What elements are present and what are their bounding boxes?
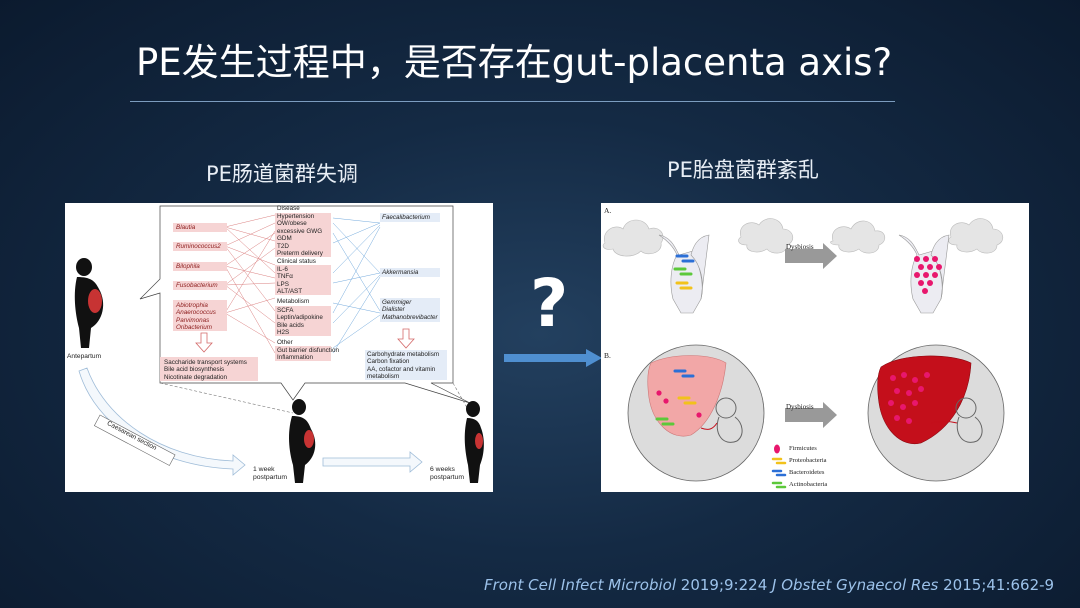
clinical-items: IL-6 TNFα LPS ALT/AST — [277, 266, 303, 296]
disease-items: Hypertension OW/obese excessive GWG GDM … — [277, 213, 323, 258]
right-arrow-icon — [504, 349, 602, 367]
bacteria-faecalibacterium: Faecalibacterium — [382, 214, 430, 221]
other-items: Gut barrier disfunction Inflammation — [277, 347, 339, 362]
legend-actinobacteria: Actinobacteria — [789, 481, 828, 488]
clinical-heading: Clinical status — [277, 258, 316, 265]
dysbiosis-a-label: Dysbiosis — [786, 243, 814, 251]
label-b: B. — [604, 351, 611, 360]
citation-journal-2: J Obstet Gynaecol Res — [772, 576, 939, 594]
gut-figure-lines — [74, 205, 484, 483]
week1-label: 1 week postpartum — [253, 466, 288, 481]
slide-title: PE发生过程中，是否存在gut-placenta axis? — [136, 41, 893, 84]
legend-proteobacteria: Proteobacteria — [789, 457, 827, 464]
citation: Front Cell Infect Microbiol 2019;9:224 J… — [484, 576, 1054, 594]
week6-label: 6 weeks postpartum — [430, 466, 465, 481]
citation-ref-2: 2015;41:662-9 — [938, 576, 1055, 594]
placenta-figure-art — [602, 218, 1005, 489]
bacteria-ruminococcus2: Ruminococcus2 — [176, 243, 221, 250]
bacteria-akkermansia: Akkermansia — [382, 269, 419, 276]
metabolism-heading: Metabolism — [277, 298, 310, 305]
dysbiosis-b-label: Dysbiosis — [786, 403, 814, 411]
pathways-left: Saccharide transport systems Bile acid b… — [164, 359, 247, 381]
gut-dysbiosis-figure: Blautia Ruminococcus2 Bilophila Fusobact… — [65, 203, 493, 492]
bacteria-blautia: Blautia — [176, 224, 196, 231]
pathways-right: Carbohydrate metabolism Carbon fixation … — [367, 351, 440, 381]
citation-journal-1: Front Cell Infect Microbiol — [484, 576, 677, 594]
legend-bacteroidetes: Bacteroidetes — [789, 469, 825, 476]
title-divider — [130, 101, 895, 102]
other-heading: Other — [277, 339, 293, 346]
metabolism-items: SCFA Leptin/adipokine Bile acids H2S — [277, 307, 323, 337]
bacteria-group: Abiotrophia Anaerococcus Parvimonas Orib… — [176, 302, 216, 332]
citation-ref-1: 2019;9:224 — [676, 576, 773, 594]
bacteria-gemmiger-group: Gemmiger Dialister Mathanobrevibacter — [382, 299, 438, 321]
firmicutes-icon — [774, 444, 780, 454]
bacteria-fusobacterium: Fusobacterium — [176, 282, 218, 289]
question-mark: ? — [530, 265, 569, 342]
placenta-dysbiosis-figure: A. B. Dysbiosis Dysbiosis Firmicutes Pro… — [601, 203, 1029, 492]
right-panel-title: PE胎盘菌群紊乱 — [667, 158, 819, 182]
label-a: A. — [604, 206, 612, 215]
antepartum-label: Antepartum — [67, 353, 102, 360]
left-panel-title: PE肠道菌群失调 — [206, 162, 358, 186]
disease-heading: Disease — [277, 205, 300, 212]
legend-firmicutes: Firmicutes — [789, 445, 817, 452]
bacteria-bilophila: Bilophila — [176, 263, 200, 270]
